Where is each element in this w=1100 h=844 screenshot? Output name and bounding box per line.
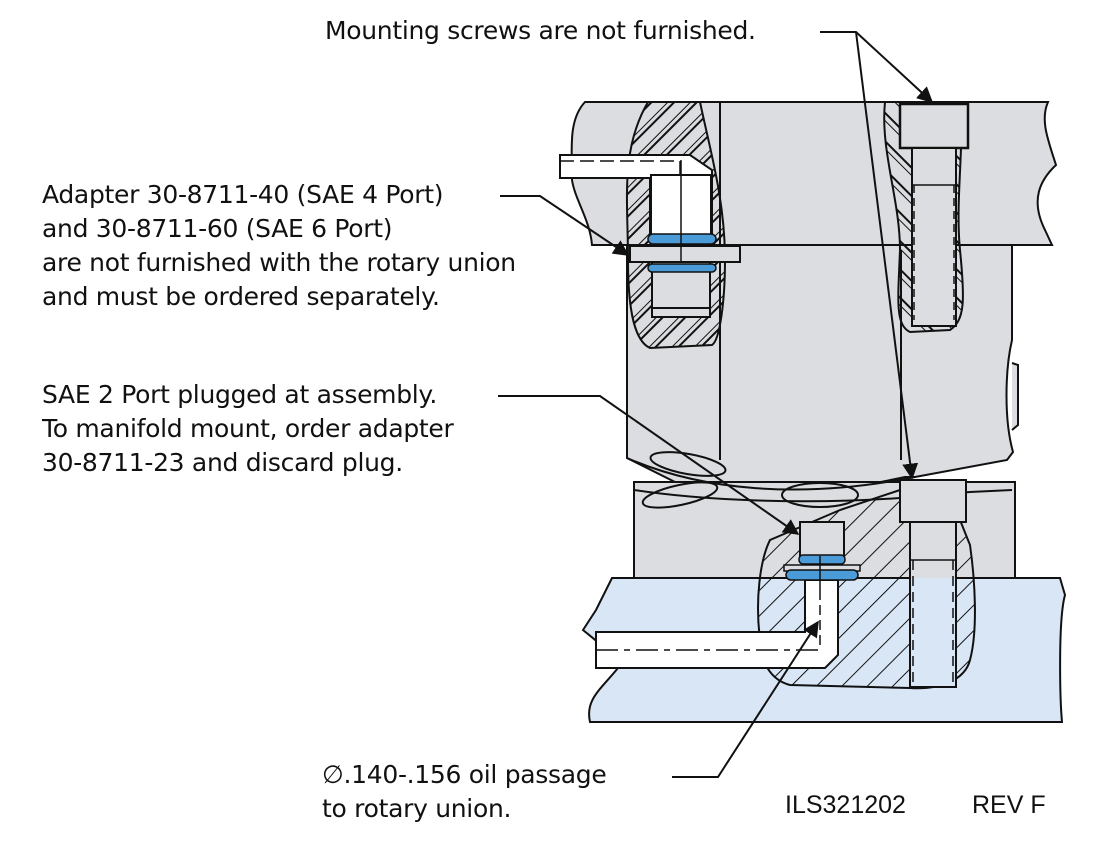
mounting-screw-bottom (899, 479, 967, 688)
o-ring-plug-upper (798, 554, 846, 565)
callout-sae2-port: SAE 2 Port plugged at assembly. To manif… (42, 378, 454, 480)
callout-line: Mounting screws are not furnished. (325, 16, 756, 45)
callout-line: and 30-8711-60 (SAE 6 Port) (42, 214, 393, 243)
callout-line: SAE 2 Port plugged at assembly. (42, 380, 437, 409)
o-ring-lower (647, 263, 717, 273)
callout-line: are not furnished with the rotary union (42, 248, 516, 277)
callout-line: and must be ordered separately. (42, 282, 440, 311)
sae2-plug (783, 521, 861, 590)
callout-line: Adapter 30-8711-40 (SAE 4 Port) (42, 180, 444, 209)
callout-line: ∅.140-.156 oil passage (322, 760, 607, 789)
revision-label: REV F (972, 791, 1046, 819)
leader-adapter (500, 195, 630, 256)
leader-oil-passage (672, 620, 819, 778)
o-ring-plug-lower (785, 569, 859, 581)
leader-mounting-screws-2 (855, 31, 919, 480)
callout-line: to rotary union. (322, 794, 512, 823)
callout-oil-passage: ∅.140-.156 oil passage to rotary union. (322, 758, 607, 826)
callout-adapter: Adapter 30-8711-40 (SAE 4 Port) and 30-8… (42, 178, 516, 314)
callout-line: To manifold mount, order adapter (42, 414, 454, 443)
mounting-screw-top (898, 102, 970, 327)
adapter-fitting (629, 160, 741, 318)
drawing-number: ILS321202 (785, 791, 906, 819)
leader-sae2 (498, 395, 800, 535)
o-ring-upper (647, 233, 717, 245)
leader-lines (498, 31, 934, 778)
callout-mounting-screws: Mounting screws are not furnished. (325, 14, 756, 48)
leader-mounting-screws (820, 31, 934, 104)
callout-line: 30-8711-23 and discard plug. (42, 448, 403, 477)
